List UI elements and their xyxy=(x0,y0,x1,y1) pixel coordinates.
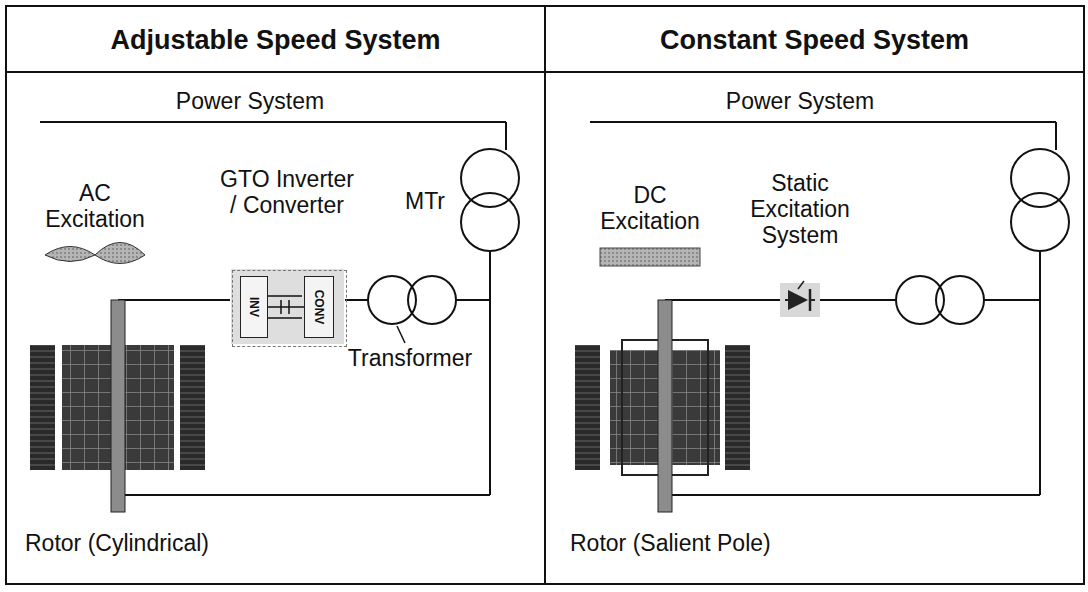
panel-heading: Adjustable Speed System xyxy=(7,7,544,73)
rotor-label: Rotor (Cylindrical) xyxy=(25,530,345,556)
dc-link xyxy=(268,306,304,308)
inverter-converter-box: GTO Inverter / ConverterINV CONV xyxy=(217,162,357,352)
rotor-label: Rotor (Salient Pole) xyxy=(570,530,890,556)
bus-label: Power System xyxy=(700,88,900,114)
panel-heading: Constant Speed System xyxy=(546,7,1083,73)
block-label: CONV xyxy=(312,290,326,325)
box-heading: GTO Inverter / Converter xyxy=(217,166,357,218)
block-label: INV xyxy=(247,297,261,317)
inverter-block: INV xyxy=(240,276,268,338)
excitation-label: DC Excitation xyxy=(585,182,715,234)
excitation-system-label: Static Excitation System xyxy=(725,170,875,248)
excitation-label: AC Excitation xyxy=(30,180,160,232)
bus-label: Power System xyxy=(150,88,350,114)
transformer-label: Transformer xyxy=(340,345,480,371)
transformer-tag: MTr xyxy=(395,188,455,214)
converter-block: CONV xyxy=(304,276,334,338)
